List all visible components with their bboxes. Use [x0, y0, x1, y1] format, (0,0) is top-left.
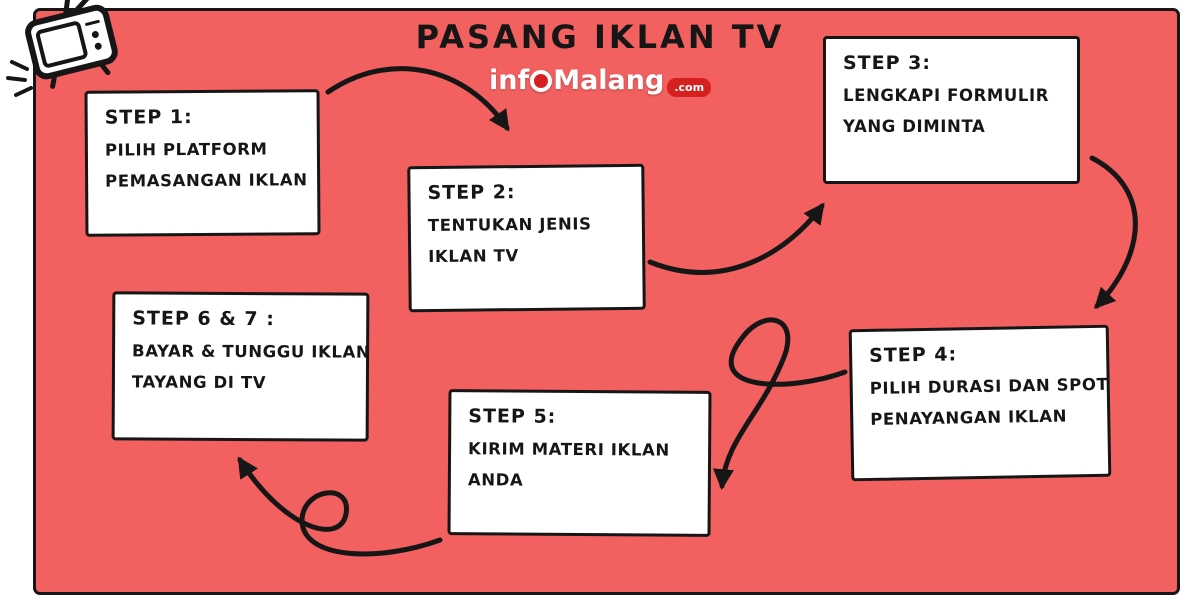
- logo-text-malang: Malang: [553, 65, 665, 96]
- step-3-line-1: LENGKAPI FORMULIR: [843, 86, 1050, 105]
- step-4-line-1: PILIH DURASI DAN SPOT: [869, 374, 1109, 398]
- step-4-title: STEP 4:: [868, 343, 958, 367]
- step-5-title: STEP 5:: [468, 405, 557, 428]
- step-6-7-line-2: TAYANG DI TV: [131, 372, 267, 393]
- tv-icon: [6, 0, 118, 97]
- step-6-7-title: STEP 6 & 7 :: [132, 307, 275, 331]
- step-box-4: STEP 4: PILIH DURASI DAN SPOT PENAYANGAN…: [848, 324, 1112, 482]
- step-3-line-2: YANG DIMINTA: [843, 117, 986, 136]
- step-5-line-2: ANDA: [467, 470, 524, 490]
- step-box-2: STEP 2: TENTUKAN JENIS IKLAN TV: [407, 163, 646, 313]
- step-box-6-7: STEP 6 & 7 : BAYAR & TUNGGU IKLAN TAYANG…: [111, 291, 371, 442]
- step-5-line-1: KIRIM MATERI IKLAN: [468, 439, 670, 460]
- step-6-7-line-1: BAYAR & TUNGGU IKLAN: [132, 341, 371, 362]
- logo-com-badge: .com: [667, 78, 712, 97]
- logo-text-info: inf: [488, 65, 530, 96]
- step-2-line-1: TENTUKAN JENIS: [427, 214, 592, 236]
- step-1-line-2: PEMASANGAN IKLAN: [105, 170, 308, 191]
- logo-o-icon: [530, 69, 553, 92]
- step-1-line-1: PILIH PLATFORM: [104, 139, 268, 160]
- step-box-5: STEP 5: KIRIM MATERI IKLAN ANDA: [447, 389, 712, 537]
- step-4-line-2: PENAYANGAN IKLAN: [870, 406, 1068, 429]
- step-2-title: STEP 2:: [427, 181, 516, 205]
- infomalang-logo: inf Malang .com: [488, 64, 712, 97]
- step-box-3: STEP 3: LENGKAPI FORMULIR YANG DIMINTA: [823, 36, 1080, 184]
- step-2-line-2: IKLAN TV: [428, 246, 519, 267]
- step-3-title: STEP 3:: [843, 52, 931, 74]
- page-title: PASANG IKLAN TV: [415, 18, 785, 56]
